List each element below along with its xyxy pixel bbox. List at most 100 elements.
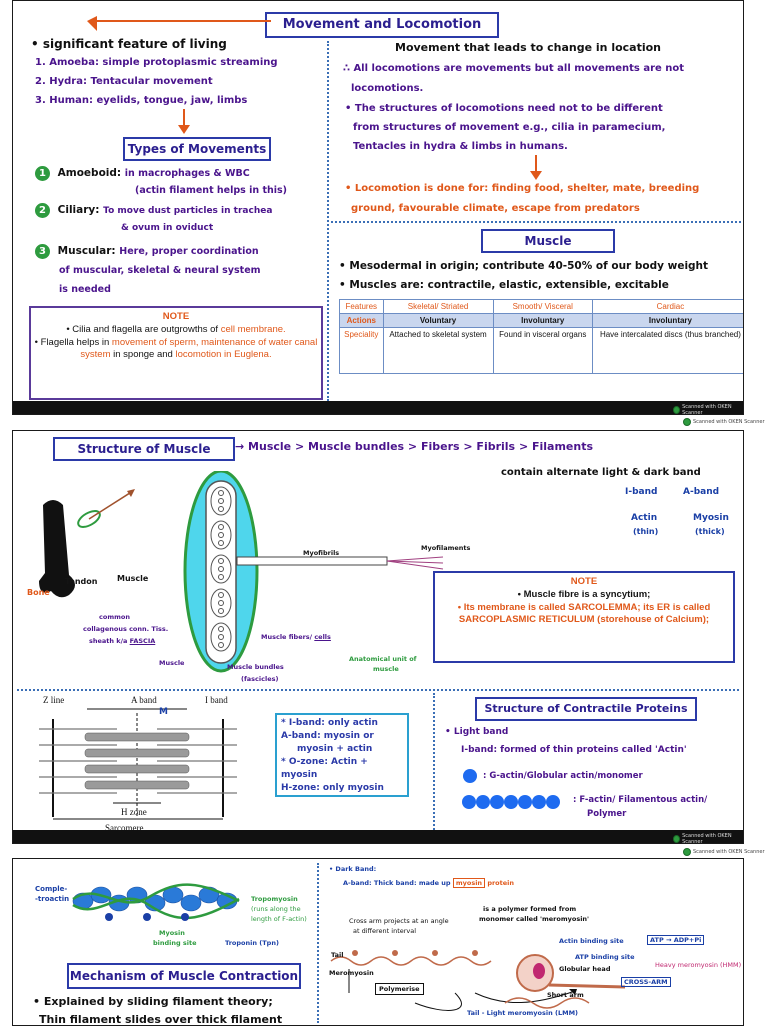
arrow-down-icon: [530, 155, 542, 180]
fibers-label: Muscle fibers/ cells: [261, 633, 331, 641]
amoeba-line: 1. Amoeba: simple protoplasmic streaming: [35, 57, 278, 68]
dark-band-label: • Dark Band:: [329, 865, 377, 873]
scan-tag: Scanned with OKEN Scanner: [673, 833, 743, 843]
note-box-cilia: NOTE • Cilia and flagella are outgrowths…: [29, 306, 323, 400]
structure-of-muscle-title: Structure of Muscle: [53, 437, 235, 461]
sliding-filament-line: • Explained by sliding filament theory;: [33, 995, 273, 1008]
page-title-movement-locomotion: Movement and Locomotion: [265, 12, 499, 38]
scanner-logo-icon: [683, 418, 691, 426]
m-line-label: M: [159, 707, 168, 717]
structures-statement-b: from structures of movement e.g., cilia …: [353, 122, 666, 133]
lmm-label: Tail - Light meromyosin (LMM): [467, 1009, 579, 1017]
type-amoeboid-sub: (actin filament helps in this): [135, 185, 288, 196]
structures-statement: • The structures of locomotions need not…: [345, 103, 663, 114]
locomotion-statement: ∴ All locomotions are movements but all …: [343, 63, 685, 74]
meromyosin-label: Meromyosin: [329, 969, 374, 977]
muscle-title: Muscle: [481, 229, 615, 253]
type-ciliary: 2 Ciliary: To move dust particles in tra…: [35, 203, 272, 218]
heavy-meromyosin-label: Heavy meromyosin (HMM): [655, 961, 742, 969]
human-line: 3. Human: eyelids, tongue, jaw, limbs: [35, 95, 248, 106]
type-muscular: 3 Muscular: Here, proper coordination: [35, 244, 259, 259]
iband-label: I-band: [625, 487, 658, 497]
myofilaments-label: Myofilaments: [421, 544, 471, 552]
notes-page-1: Movement and Locomotion • significant fe…: [12, 0, 744, 415]
iband-definition: I-band: formed of thin proteins called '…: [461, 745, 687, 755]
muscles-are-line: • Muscles are: contractile, elastic, ext…: [339, 279, 669, 291]
troponin-label: Troponin (Tpn): [225, 939, 279, 947]
muscle-types-table: Features Skeletal/ Striated Smooth/ Visc…: [339, 299, 743, 374]
muscle-structure-diagram: [39, 471, 444, 673]
polymer-text-2: monomer called 'meromyosin': [479, 915, 590, 923]
cross-arm-text-2: at different interval: [353, 927, 417, 935]
aband-sarc-label: A band: [131, 695, 157, 705]
arrow-down-icon: [178, 109, 190, 134]
scanner-logo-icon: [683, 848, 691, 856]
polymer-text-1: is a polymer formed from: [483, 905, 577, 913]
tail-label: Tail: [331, 951, 344, 959]
muscle-label: Muscle: [117, 574, 149, 583]
tropomyosin-sub2: length of F-actin): [251, 915, 307, 923]
table-cell: Attached to skeletal system: [382, 327, 494, 374]
column-divider: [433, 693, 435, 833]
locomotion-statement-b: locomotions.: [351, 83, 424, 94]
globular-head-label: Globular head: [559, 965, 611, 973]
thick-label: (thick): [695, 527, 725, 536]
sarcomere-label: Sarcomere: [105, 823, 144, 833]
sarcomere-diagram: [39, 708, 237, 820]
notes-page-3: Comple- -troactin Tropomyosin (runs alon…: [12, 858, 744, 1026]
g-actin-label: : G-actin/Globular actin/monomer: [483, 771, 643, 781]
table-header: Cardiac: [591, 299, 743, 314]
bone-icon: [39, 500, 75, 598]
troactin-label: -troactin: [35, 895, 70, 903]
iband-sarc-label: I band: [205, 695, 228, 705]
table-header: Features: [339, 299, 384, 314]
table-cell: Speciality: [339, 327, 384, 374]
tropomyosin-sub1: (runs along the: [251, 905, 301, 913]
type-amoeboid: 1 Amoeboid: in macrophages & WBC: [35, 166, 250, 181]
types-of-movements-title: Types of Movements: [123, 137, 271, 161]
cross-arm-label: CROSS-ARM: [621, 977, 671, 987]
thin-label: (thin): [633, 527, 659, 536]
short-arm-label: Short arm: [547, 991, 584, 999]
myosin-binding-2: binding site: [153, 939, 197, 947]
section-divider: [17, 689, 739, 691]
bundles-label: Muscle bundles: [227, 663, 284, 671]
fascicles-label: (fascicles): [241, 675, 279, 683]
g-actin-circle-icon: [463, 769, 477, 783]
arrow-left-icon: [87, 16, 271, 31]
number-2-icon: 2: [35, 203, 50, 218]
thin-filament-diagram: [72, 883, 240, 921]
table-header: Smooth/ Visceral: [492, 299, 593, 314]
feature-text: • significant feature of living: [31, 37, 227, 51]
polymerise-label: Polymerise: [375, 983, 424, 995]
number-3-icon: 3: [35, 244, 50, 259]
mesodermal-line: • Mesodermal in origin; contribute 40-50…: [339, 260, 709, 272]
band-text: contain alternate light & dark band: [501, 467, 701, 478]
thin-slides-line: Thin filament slides over thick filament: [39, 1013, 283, 1026]
contractile-proteins-title: Structure of Contractile Proteins: [475, 697, 697, 721]
table-cell: Have intercalated discs (thus branched): [591, 327, 743, 374]
table-row: Speciality Attached to skeletal system F…: [339, 327, 743, 374]
myosin-filament-diagram: [330, 950, 626, 1011]
scan-tag-outer: Scanned with OKEN Scanner: [683, 418, 765, 426]
muscle2-label: Muscle: [159, 659, 185, 667]
anatomical-unit-1: Anatomical unit of: [349, 655, 417, 663]
fascia-line2: collagenous conn. Tiss.: [83, 625, 169, 633]
bone-label: Bone: [27, 588, 50, 597]
hzone-label: H zone: [121, 807, 147, 817]
table-header-row: Features Skeletal/ Striated Smooth/ Visc…: [339, 299, 743, 314]
table-cell: Voluntary: [382, 313, 494, 328]
table-cell: Involuntary: [492, 313, 593, 328]
bands-summary-box: * I-band: only actin A-band: myosin or m…: [275, 713, 409, 797]
hydra-line: 2. Hydra: Tentacular movement: [35, 76, 213, 87]
column-divider: [327, 41, 329, 401]
light-band-label: • Light band: [445, 727, 509, 737]
table-cell: Involuntary: [591, 313, 743, 328]
polymer-label: Polymer: [587, 809, 627, 819]
table-cell: Found in visceral organs: [492, 327, 593, 374]
section-divider: [331, 221, 741, 223]
scanner-logo-icon: [673, 835, 681, 843]
type-ciliary-sub: & ovum in oviduct: [121, 223, 214, 233]
f-actin-chain-icon: [462, 795, 560, 809]
tendon-label: Tendon: [65, 577, 98, 586]
